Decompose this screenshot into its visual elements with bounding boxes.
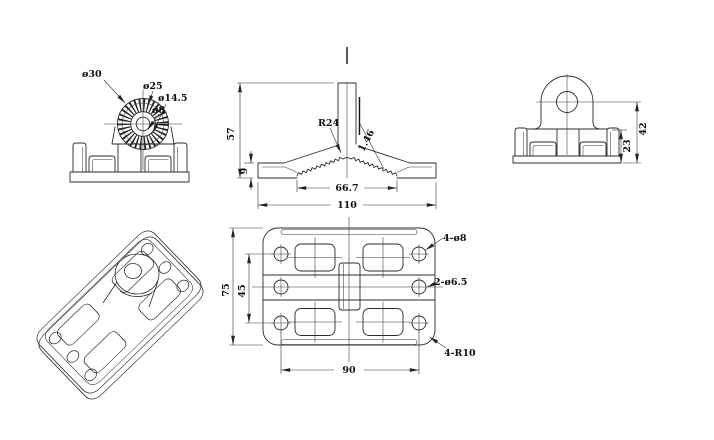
boss-centerline-cross [104, 90, 182, 170]
end-centerline-cross [536, 74, 641, 155]
dim-label-75: 75 [221, 283, 232, 296]
isometric-view [32, 226, 208, 404]
dim-label-90: 90 [342, 365, 356, 376]
dim-label-r24: R24 [318, 118, 340, 129]
side-view-knurled: ø30 ø25 ø14.5 ø8 [69, 69, 190, 183]
plan-pockets [288, 237, 410, 343]
dim-42 [623, 102, 641, 164]
dim-9 [244, 151, 254, 190]
dim-label-dia8: ø8 [152, 105, 165, 116]
corner-holes-leader [425, 237, 444, 251]
side-view-callouts [103, 79, 167, 134]
front-body [257, 145, 437, 179]
serration-right [350, 156, 398, 177]
dim-label-dia14-5: ø14.5 [158, 93, 187, 104]
dim-75 [229, 227, 263, 346]
stem-outline [337, 82, 357, 145]
dim-90 [280, 332, 420, 374]
circle-d30 [117, 98, 169, 150]
circle-d25 [121, 102, 165, 146]
plan-holes [271, 244, 429, 333]
serration-left [296, 156, 344, 177]
corner-radius-leader [429, 336, 447, 349]
dim-label-dia30: ø30 [82, 69, 102, 80]
taper-leader [358, 121, 385, 170]
dim-45 [245, 253, 273, 324]
dim-label-57: 57 [226, 127, 237, 140]
dim-57 [237, 82, 334, 179]
dim-label-dia25: ø25 [143, 81, 163, 92]
dim-66-7 [296, 180, 398, 192]
dim-label-42: 42 [638, 122, 649, 135]
dim-label-23: 23 [622, 139, 633, 152]
knurl-teeth-ring [117, 98, 169, 150]
center-boss [338, 262, 361, 311]
dim-label-110: 110 [337, 200, 357, 211]
dim-label-corner-holes: 4-ø8 [443, 233, 467, 244]
center-holes-leader [426, 281, 437, 288]
end-view-base [512, 127, 622, 164]
dim-23 [612, 129, 627, 163]
iso-plate-features [45, 239, 193, 385]
iso-boss [102, 253, 160, 308]
dome-hole [556, 91, 578, 113]
hinge-band-lines [262, 274, 436, 301]
plan-view: 75 45 90 4-ø8 2-ø6.5 4-R10 [221, 217, 476, 376]
side-view-base [69, 126, 190, 183]
end-view: 42 23 [512, 74, 649, 164]
dim-label-45: 45 [237, 284, 248, 297]
dim-label-66-7: 66.7 [335, 183, 358, 194]
top-slot [280, 229, 418, 235]
dim-label-center-holes: 2-ø6.5 [434, 277, 467, 288]
dome-outline [540, 75, 594, 123]
r24-leader [329, 127, 342, 154]
dim-110 [257, 182, 437, 209]
dim-label-9: 9 [239, 167, 250, 174]
front-view: R24 1.46 57 9 66.7 110 [226, 47, 437, 211]
circle-d14-5 [130, 111, 156, 137]
dim-label-corner-radius: 4-R10 [444, 348, 476, 359]
